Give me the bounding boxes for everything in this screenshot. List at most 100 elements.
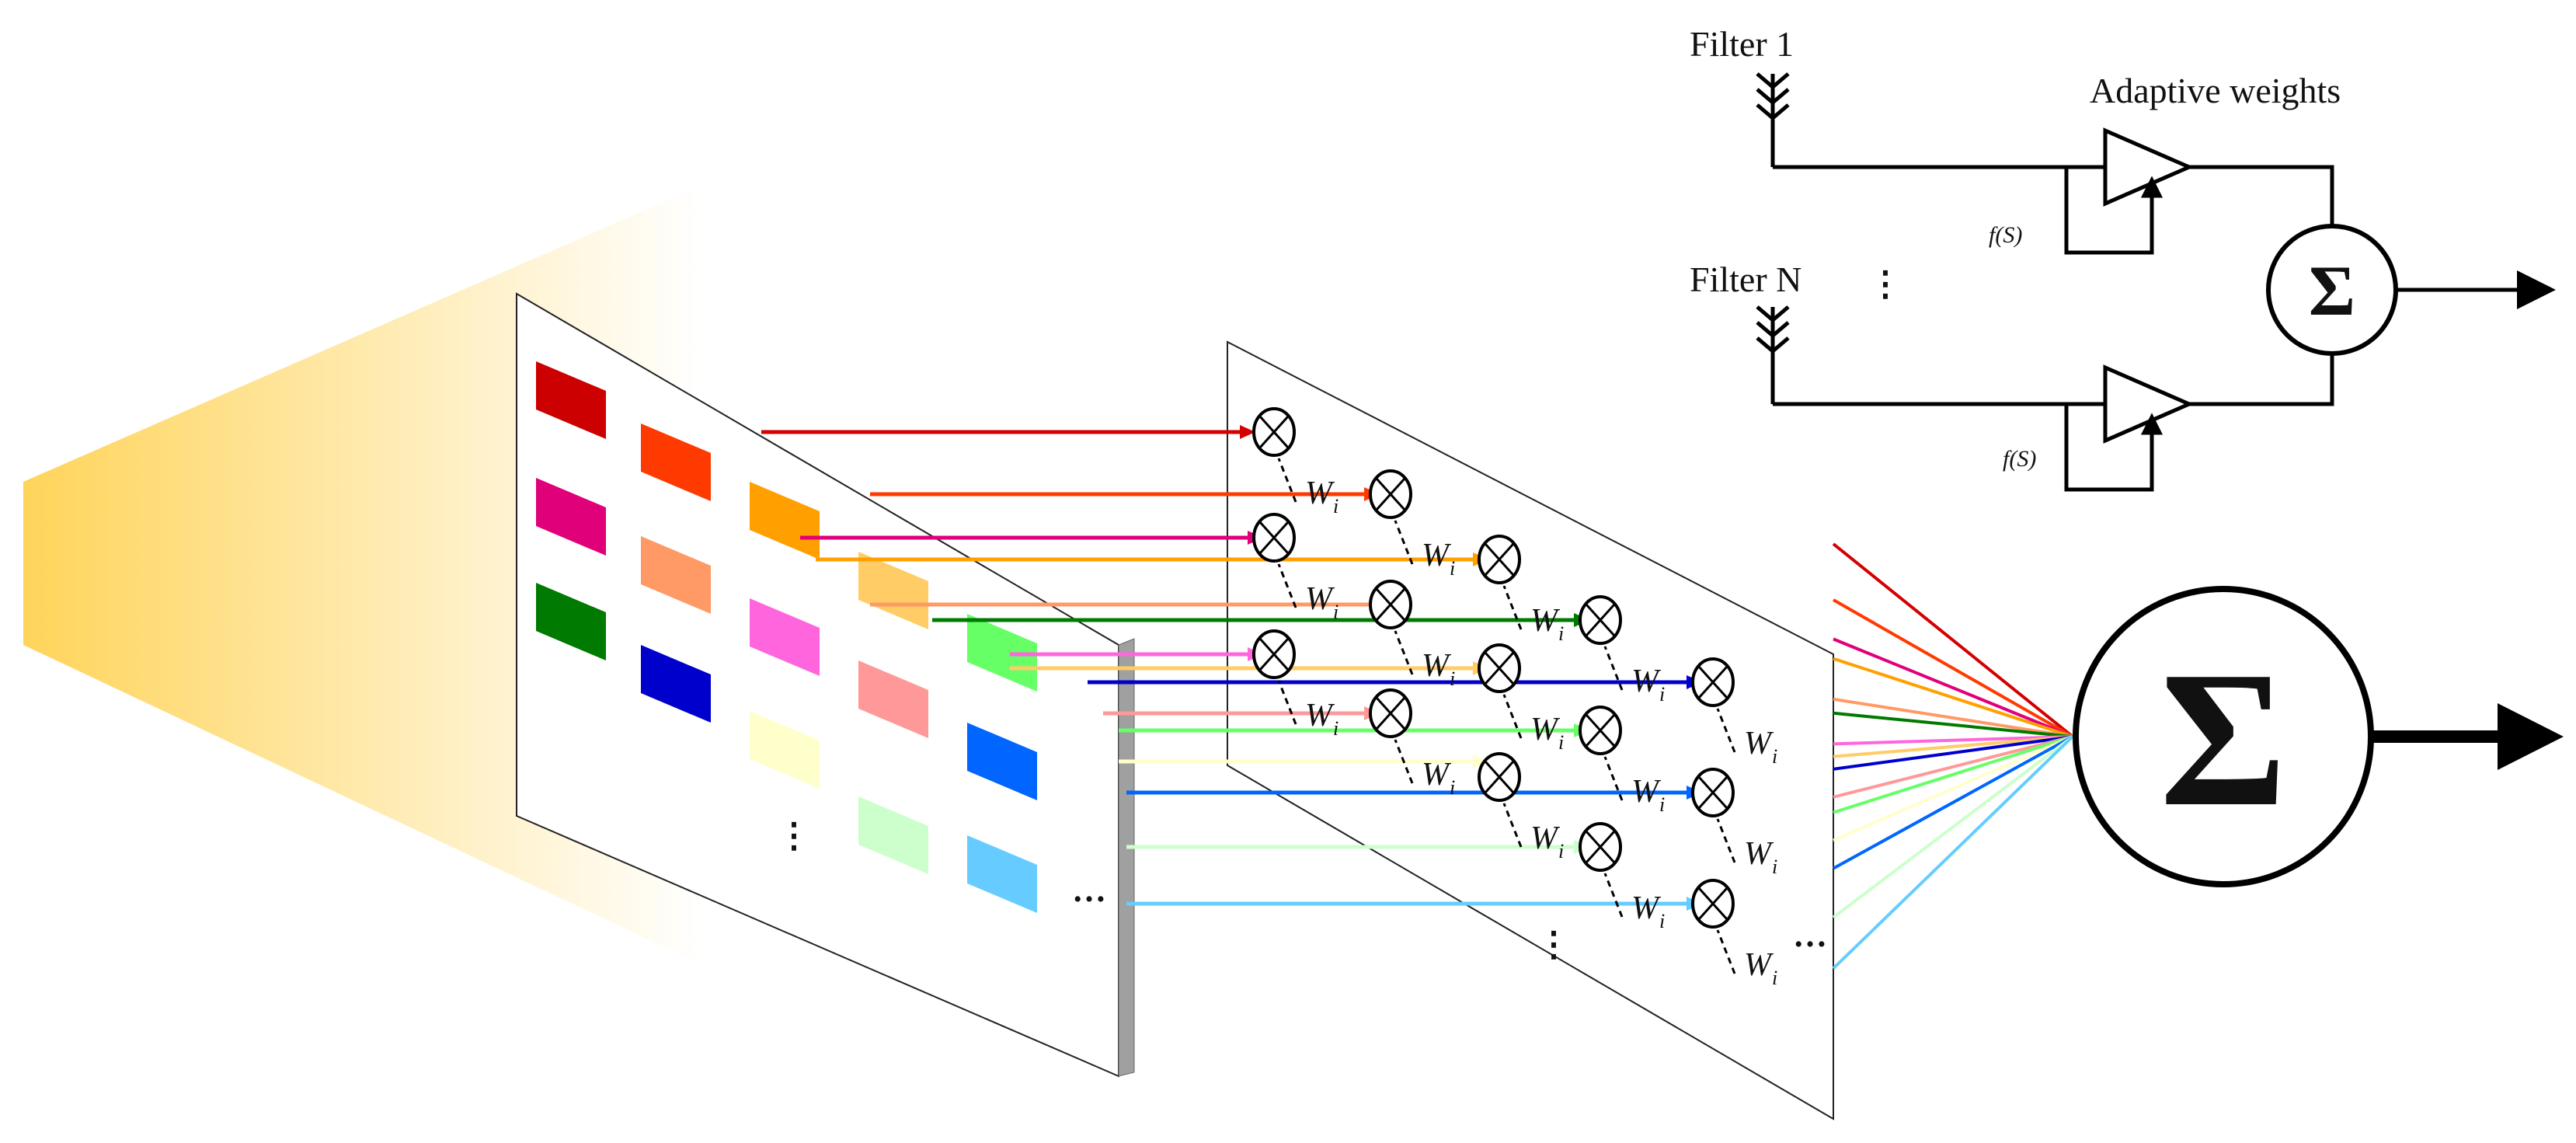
weight-feed: [1394, 630, 1414, 675]
filter-swatch: [750, 598, 820, 676]
weight-feed: [1502, 694, 1523, 739]
filter-1-label: Filter 1: [1690, 24, 1794, 64]
multiplier-cross: [1697, 887, 1728, 921]
weight-feed: [1277, 458, 1297, 503]
weight-subscript: i: [1333, 601, 1338, 623]
filter-n-label: Filter N: [1690, 260, 1801, 299]
multiplier-cross: [1375, 587, 1406, 622]
weight-subscript: i: [1772, 745, 1777, 768]
converging-ray: [1833, 735, 2073, 746]
multiplier-cross: [1484, 651, 1515, 685]
filter-swatch: [858, 552, 928, 629]
beam-lines: [761, 425, 2074, 970]
weight-subscript: i: [1450, 776, 1455, 799]
weight-feed: [1502, 803, 1523, 848]
filter-swatches: [536, 361, 1037, 913]
multiplier-cross: [1258, 521, 1290, 555]
output-summation: Σ: [2073, 586, 2564, 887]
filter-vertical-ellipsis: ⋮: [777, 817, 811, 855]
weight-subscript: i: [1450, 557, 1455, 580]
weight-label: W: [1422, 757, 1452, 793]
weight-feed: [1716, 818, 1736, 863]
multiplier-cross: [1258, 415, 1290, 449]
weight-feed: [1502, 585, 1523, 630]
multiplier-cross: [1697, 775, 1728, 810]
weight-feed: [1394, 739, 1414, 784]
weight-subscript: i: [1659, 793, 1665, 816]
weight-feed: [1603, 873, 1624, 918]
filter-swatch: [967, 723, 1037, 800]
weight-subscript: i: [1558, 840, 1564, 862]
converging-ray: [1833, 735, 2073, 758]
weight-label: W: [1530, 821, 1561, 856]
multiplier-cross: [1585, 713, 1616, 747]
multiplier-cross: [1484, 542, 1515, 577]
schematic-sum-symbol: Σ: [2309, 251, 2355, 330]
weight-vertical-ellipsis: ⋮: [1537, 925, 1571, 964]
weight-label: W: [1422, 648, 1452, 684]
weight-label: W: [1631, 774, 1662, 810]
weight-feed: [1603, 646, 1624, 691]
weight-horizontal-ellipsis: …: [1793, 916, 1827, 954]
weight-subscript: i: [1772, 856, 1777, 878]
converging-ray: [1833, 735, 2073, 799]
converging-ray: [1833, 735, 2073, 870]
weight-feed: [1603, 756, 1624, 801]
weight-subscript: i: [1772, 967, 1777, 989]
multiplier-cross: [1375, 477, 1406, 511]
converging-ray: [1833, 657, 2073, 738]
weight-label: W: [1744, 726, 1774, 761]
weight-subscript: i: [1558, 622, 1564, 645]
weight-feed: [1277, 563, 1297, 608]
converging-ray: [1833, 735, 2073, 842]
antenna-1-icon: [1756, 72, 1790, 167]
filter-swatch: [967, 614, 1037, 692]
weight-subscript: i: [1558, 731, 1564, 754]
weight-subscript: i: [1450, 667, 1455, 690]
output-sum-symbol: Σ: [2160, 632, 2286, 847]
filter-panel: ⋮ …: [516, 292, 1135, 1078]
multiplier-cross: [1484, 760, 1515, 794]
weight-label: W: [1631, 890, 1662, 926]
antenna-n-icon: [1756, 305, 1790, 404]
weight-label: W: [1305, 698, 1335, 734]
converging-ray: [1832, 542, 2074, 738]
weight-label: W: [1422, 538, 1452, 573]
filter-swatch: [536, 361, 606, 439]
filter-swatch: [536, 478, 606, 556]
beam-arrowhead: [1240, 425, 1255, 439]
filter-horizontal-ellipsis: …: [1072, 871, 1106, 909]
weight-label: W: [1530, 712, 1561, 747]
filter-swatch: [641, 645, 711, 723]
converging-ray: [1832, 735, 2074, 970]
weight-label: W: [1530, 603, 1561, 639]
filter-swatch: [641, 423, 711, 501]
weight-feed: [1394, 520, 1414, 565]
converging-ray: [1833, 711, 2073, 738]
multiplier-cross: [1258, 637, 1290, 671]
filter-swatch: [641, 536, 711, 614]
adaptive-weights-label: Adaptive weights: [2090, 71, 2341, 110]
multiplier-cross: [1585, 830, 1616, 864]
multiplier-cross: [1375, 696, 1406, 730]
weight-label: W: [1744, 836, 1774, 872]
filter-swatch: [536, 583, 606, 660]
weight-subscript: i: [1333, 495, 1338, 517]
weight-feed: [1716, 708, 1736, 753]
weight-subscript: i: [1333, 717, 1338, 740]
weight-label: W: [1305, 581, 1335, 617]
converging-ray: [1833, 735, 2073, 771]
filter-ellipsis: ⋮: [1868, 265, 1902, 303]
weight-subscript: i: [1659, 910, 1665, 932]
multiplier-cross: [1697, 665, 1728, 699]
filter-swatch: [967, 835, 1037, 913]
converging-ray: [1833, 735, 2073, 814]
filter-swatch: [858, 660, 928, 738]
weight-label: W: [1744, 947, 1774, 983]
converging-ray: [1832, 735, 2074, 919]
output-arrow-head: [2498, 703, 2564, 770]
filter-swatch: [750, 482, 820, 559]
multiplier-cross: [1585, 603, 1616, 637]
